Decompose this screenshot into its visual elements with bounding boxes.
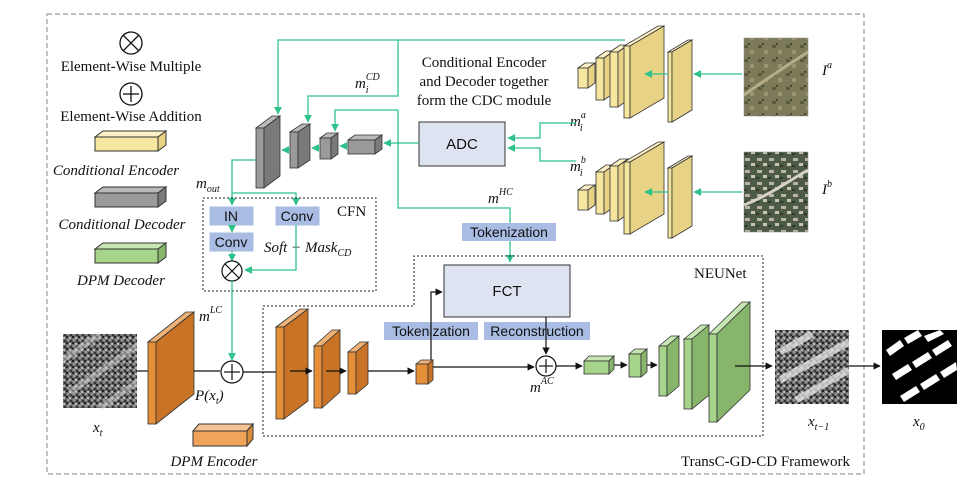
tokenization-top-label: Tokenization (470, 224, 548, 240)
cfn-conv-right-box (275, 206, 320, 226)
framework-border (46, 13, 865, 475)
dpm-encoder-block (146, 311, 196, 425)
m-out-label: mout (196, 176, 220, 195)
framework-label: TransC-GD-CD Framework (681, 454, 851, 470)
neunet-orange-blocks (274, 308, 435, 420)
add-icon (119, 82, 143, 106)
legend-addition-label: Element-Wise Addition (60, 109, 202, 125)
conditional-decoder (254, 115, 384, 189)
legend-encoder-label: Conditional Encoder (53, 163, 179, 179)
arrow-m-b-to-adc (507, 144, 576, 162)
image-x-0-buildings (886, 330, 957, 402)
multiply-icon (119, 31, 143, 55)
image-x-t1-stripes (778, 330, 851, 404)
legend-decoder-block (93, 186, 168, 208)
m-lc-label: mLC (199, 305, 222, 325)
x-t1-label: xt−1 (807, 414, 829, 433)
image-b-road (743, 168, 809, 207)
m-hc-label: mHC (488, 187, 513, 207)
image-b-label: Ib (821, 179, 832, 198)
cfn-multiply-icon (221, 260, 243, 282)
cfn-box (202, 197, 377, 292)
cfn-conv-right-label: Conv (281, 208, 314, 224)
add-icon-m-ac (535, 355, 557, 377)
image-a-label: Ia (821, 60, 832, 79)
legend-decoder-label: Conditional Decoder (58, 217, 185, 233)
image-x-0 (882, 330, 957, 404)
legend-encoder-block (93, 130, 168, 152)
cdc-note-line1: Conditional Encoder (422, 55, 547, 71)
legend-dpm-decoder-block (93, 242, 168, 264)
image-a (743, 37, 809, 117)
arrow-soft-mask-to-multiply (244, 225, 297, 274)
cfn-conv-left-label: Conv (215, 234, 248, 250)
fct-box (443, 264, 571, 318)
adc-label: ADC (446, 136, 478, 153)
image-x-t (63, 334, 137, 408)
skip-connection-outer (274, 39, 625, 115)
m-ac-label: mAC (530, 376, 554, 396)
legend-multiple-label: Element-Wise Multiple (61, 59, 202, 75)
neunet-border (262, 255, 764, 437)
neunet-green-blocks (583, 301, 751, 423)
image-b (743, 151, 809, 233)
dpm-encoder-label: DPM Encoder (169, 454, 257, 470)
legend: Element-Wise Multiple Element-Wise Addit… (53, 31, 202, 289)
x-0-label: x0 (912, 414, 925, 433)
image-x-t-stripes (61, 331, 139, 411)
arrow-m-a-to-adc (507, 122, 576, 142)
cdc-note-line3: form the CDC module (417, 93, 552, 109)
soft-mask-label: Soft − MaskCD (264, 240, 352, 259)
dpm-encoder-legend-block (191, 422, 255, 448)
skip-connection-mid (304, 40, 399, 123)
reconstruction-box (484, 322, 590, 340)
cfn-title: CFN (337, 204, 366, 220)
fct-label: FCT (492, 283, 521, 300)
cdc-note-line2: and Decoder together (419, 74, 548, 90)
encoder-bottom (576, 141, 694, 239)
cfn-in-label: IN (224, 208, 238, 224)
image-a-road (743, 50, 809, 97)
add-icon-p-xt (220, 360, 244, 384)
neunet-title: NEUNet (694, 266, 747, 282)
p-xt-label: P(xt) (194, 388, 224, 407)
x-t-label: xt (92, 420, 103, 439)
skip-connection-inner (331, 109, 398, 132)
tokenization-top-box (462, 223, 556, 241)
arrow-m-out (228, 159, 256, 206)
legend-dpm-decoder-label: DPM Decoder (76, 273, 165, 289)
reconstruction-label: Reconstruction (490, 323, 583, 339)
arrow-m-out-to-conv (232, 192, 300, 206)
arrow-token-to-fct (430, 288, 443, 360)
adc-box (418, 121, 506, 167)
